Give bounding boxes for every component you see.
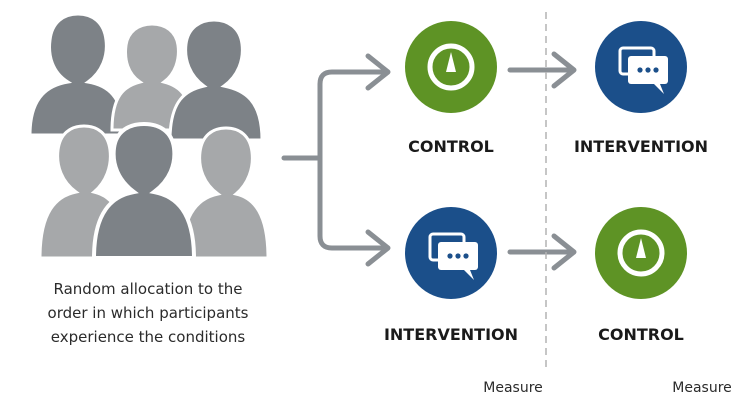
bottom-control-label: CONTROL bbox=[598, 325, 684, 344]
top-intervention-label: INTERVENTION bbox=[574, 137, 708, 156]
bottom-control-node bbox=[595, 207, 687, 299]
chat-bubbles-icon bbox=[618, 46, 668, 94]
top-intervention-node bbox=[595, 21, 687, 113]
bottom-intervention-node bbox=[405, 207, 497, 299]
caption-line-2: order in which participants bbox=[48, 304, 249, 322]
caption-line-3: experience the conditions bbox=[51, 328, 246, 346]
gauge-icon bbox=[427, 43, 475, 91]
top-control-node bbox=[405, 21, 497, 113]
gauge-icon bbox=[617, 229, 665, 277]
allocation-caption: Random allocation to the order in which … bbox=[48, 280, 249, 346]
caption-line-1: Random allocation to the bbox=[54, 280, 243, 298]
measure-label-first: Measure bbox=[483, 380, 543, 396]
measure-label-second: Measure bbox=[672, 380, 732, 396]
chat-bubbles-icon bbox=[428, 232, 478, 280]
allocation-branch-arrows bbox=[281, 51, 577, 271]
participants-group-icon bbox=[28, 12, 270, 260]
bottom-intervention-label: INTERVENTION bbox=[384, 325, 518, 344]
top-control-label: CONTROL bbox=[408, 137, 494, 156]
